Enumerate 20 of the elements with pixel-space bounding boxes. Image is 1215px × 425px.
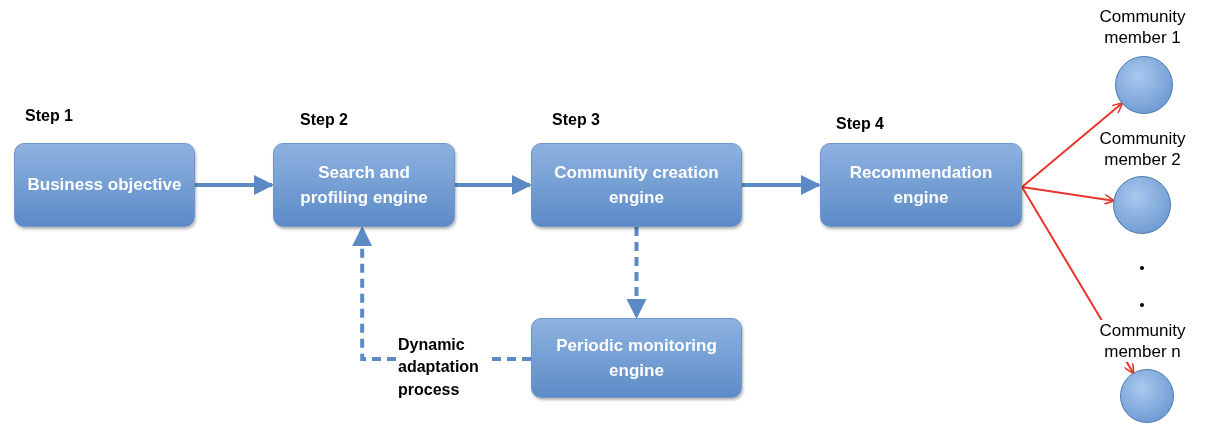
arrow (742, 175, 821, 195)
process-box (820, 143, 1022, 227)
step-label: Step 3 (552, 111, 600, 129)
process-box (14, 143, 195, 227)
box-label: Search and profiling engine (299, 161, 429, 209)
process-box (531, 143, 742, 227)
box-label: Business objective (26, 174, 183, 197)
box-label: Community creation engine (553, 161, 720, 209)
arrow (195, 175, 274, 195)
step-label: Step 4 (836, 115, 884, 133)
arrow (1021, 186, 1116, 206)
step-label: Step 2 (300, 111, 348, 129)
box-label: Recommendation engine (848, 161, 994, 209)
arrow (1021, 102, 1124, 188)
arrow (626, 227, 647, 319)
arrow (455, 175, 532, 195)
process-box (273, 143, 455, 227)
process-box (531, 318, 742, 398)
box-label: Periodic monitoring engine (555, 334, 718, 382)
step-label: Step 1 (25, 107, 73, 125)
